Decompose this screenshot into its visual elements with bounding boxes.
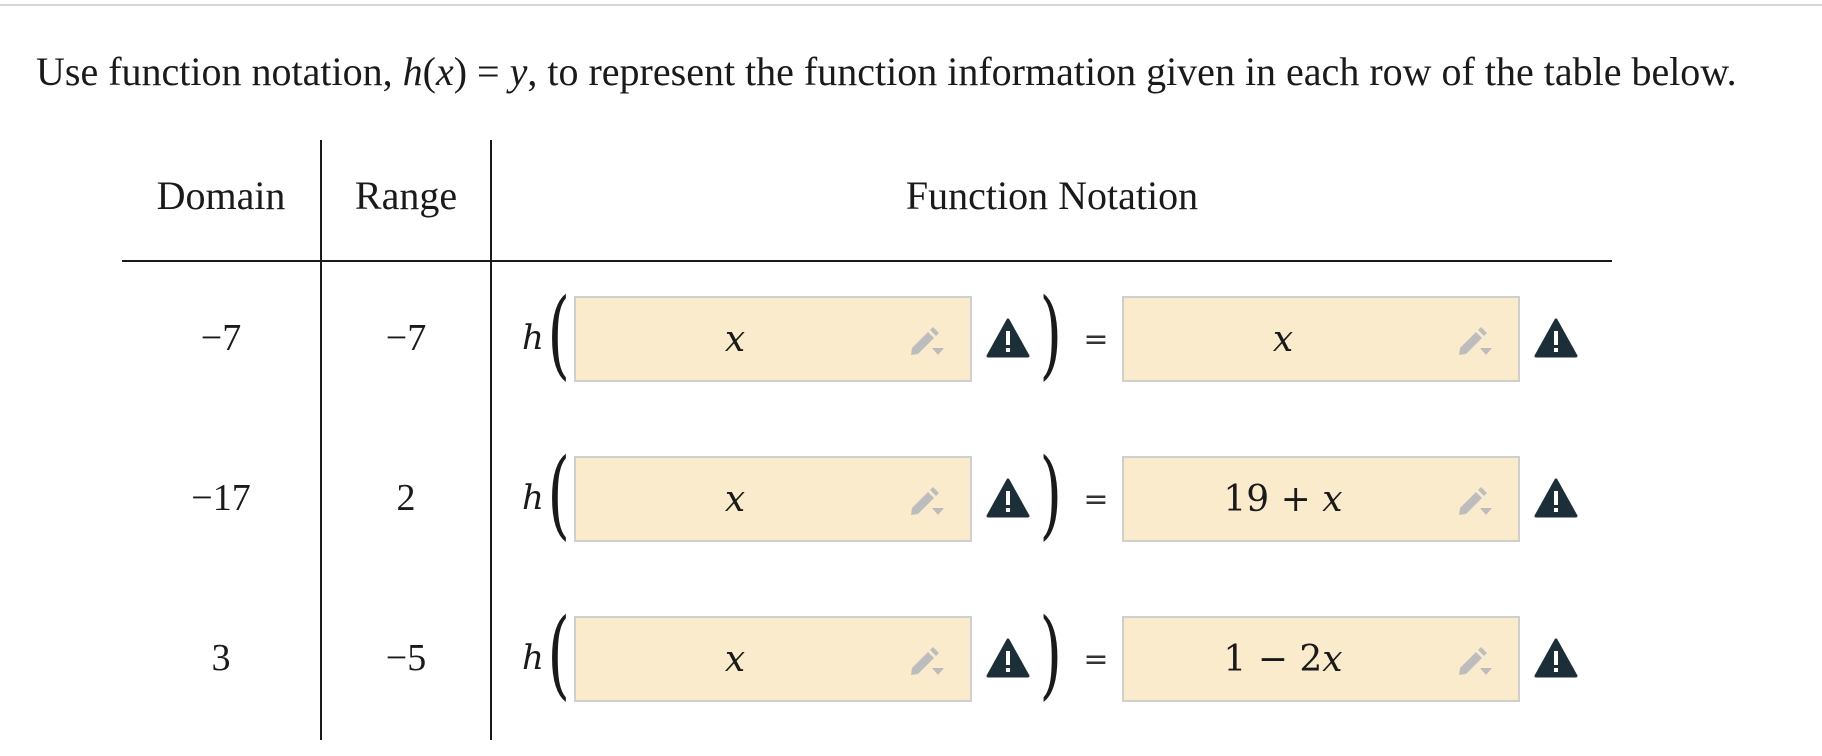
warning-triangle-icon bbox=[1534, 638, 1578, 678]
range-cell: −5 bbox=[385, 637, 427, 679]
pencil-dropdown-icon[interactable] bbox=[908, 484, 948, 518]
pencil-dropdown-icon[interactable] bbox=[908, 644, 948, 678]
pencil-dropdown-icon[interactable] bbox=[1456, 644, 1496, 678]
top-divider bbox=[0, 4, 1822, 6]
warning-triangle-icon bbox=[986, 638, 1030, 678]
output-answer-value: 1 − 2x bbox=[1124, 636, 1442, 684]
header-rule bbox=[122, 260, 1612, 262]
output-answer-value: 19 + x bbox=[1124, 476, 1442, 524]
warning-triangle-icon bbox=[986, 318, 1030, 358]
equals-sign: = bbox=[1083, 642, 1109, 677]
output-math-prefix: 19 + bbox=[1223, 479, 1323, 520]
column-divider-domain bbox=[320, 140, 322, 740]
range-cell: 2 bbox=[396, 477, 416, 519]
input-answer-value: x bbox=[576, 476, 894, 524]
output-answer-box[interactable]: 19 + x bbox=[1122, 456, 1520, 542]
equals-sign: = bbox=[1083, 482, 1109, 517]
input-answer-value: x bbox=[576, 636, 894, 684]
header-range: Range bbox=[354, 173, 458, 218]
open-paren: ( bbox=[547, 438, 570, 550]
input-math: x bbox=[724, 639, 746, 680]
function-letter: h bbox=[522, 478, 544, 518]
header-function-notation: Function Notation bbox=[905, 173, 1199, 218]
math-equals: = bbox=[467, 49, 510, 94]
domain-cell: 3 bbox=[211, 637, 231, 679]
warning-triangle-icon bbox=[986, 478, 1030, 518]
warning-triangle-icon bbox=[1534, 478, 1578, 518]
input-math: x bbox=[724, 319, 746, 360]
column-divider-range bbox=[490, 140, 492, 740]
output-math-prefix: 1 − 2 bbox=[1223, 639, 1323, 680]
output-math-var: x bbox=[1322, 479, 1343, 520]
function-letter: h bbox=[522, 638, 544, 678]
input-answer-value: x bbox=[576, 316, 894, 364]
pencil-dropdown-icon[interactable] bbox=[1456, 484, 1496, 518]
header-domain: Domain bbox=[156, 173, 286, 218]
range-cell: −7 bbox=[385, 317, 427, 359]
input-answer-box[interactable]: x bbox=[574, 296, 972, 382]
output-answer-box[interactable]: 1 − 2x bbox=[1122, 616, 1520, 702]
input-answer-box[interactable]: x bbox=[574, 456, 972, 542]
math-h: h bbox=[402, 49, 423, 94]
open-paren: ( bbox=[547, 278, 570, 390]
output-math-var: x bbox=[1322, 639, 1343, 680]
math-open-paren: ( bbox=[422, 49, 436, 94]
pencil-dropdown-icon[interactable] bbox=[908, 324, 948, 358]
output-answer-value: x bbox=[1124, 316, 1442, 364]
pencil-dropdown-icon[interactable] bbox=[1456, 324, 1496, 358]
math-y: y bbox=[509, 49, 528, 94]
instructions-text: Use function notation, h(x) = y, to repr… bbox=[36, 48, 1816, 96]
close-paren: ) bbox=[1039, 438, 1062, 550]
close-paren: ) bbox=[1039, 278, 1062, 390]
output-math-var: x bbox=[1272, 319, 1294, 360]
function-letter: h bbox=[522, 318, 544, 358]
warning-triangle-icon bbox=[1534, 318, 1578, 358]
math-x: x bbox=[435, 49, 454, 94]
open-paren: ( bbox=[547, 598, 570, 710]
equals-sign: = bbox=[1083, 322, 1109, 357]
close-paren: ) bbox=[1039, 598, 1062, 710]
instructions-trail: , to represent the function information … bbox=[527, 49, 1737, 94]
output-answer-box[interactable]: x bbox=[1122, 296, 1520, 382]
instructions-lead: Use function notation, bbox=[36, 49, 403, 94]
math-close-paren: ) bbox=[453, 49, 468, 94]
input-answer-box[interactable]: x bbox=[574, 616, 972, 702]
input-math: x bbox=[724, 479, 746, 520]
domain-cell: −17 bbox=[191, 477, 251, 519]
domain-cell: −7 bbox=[200, 317, 242, 359]
